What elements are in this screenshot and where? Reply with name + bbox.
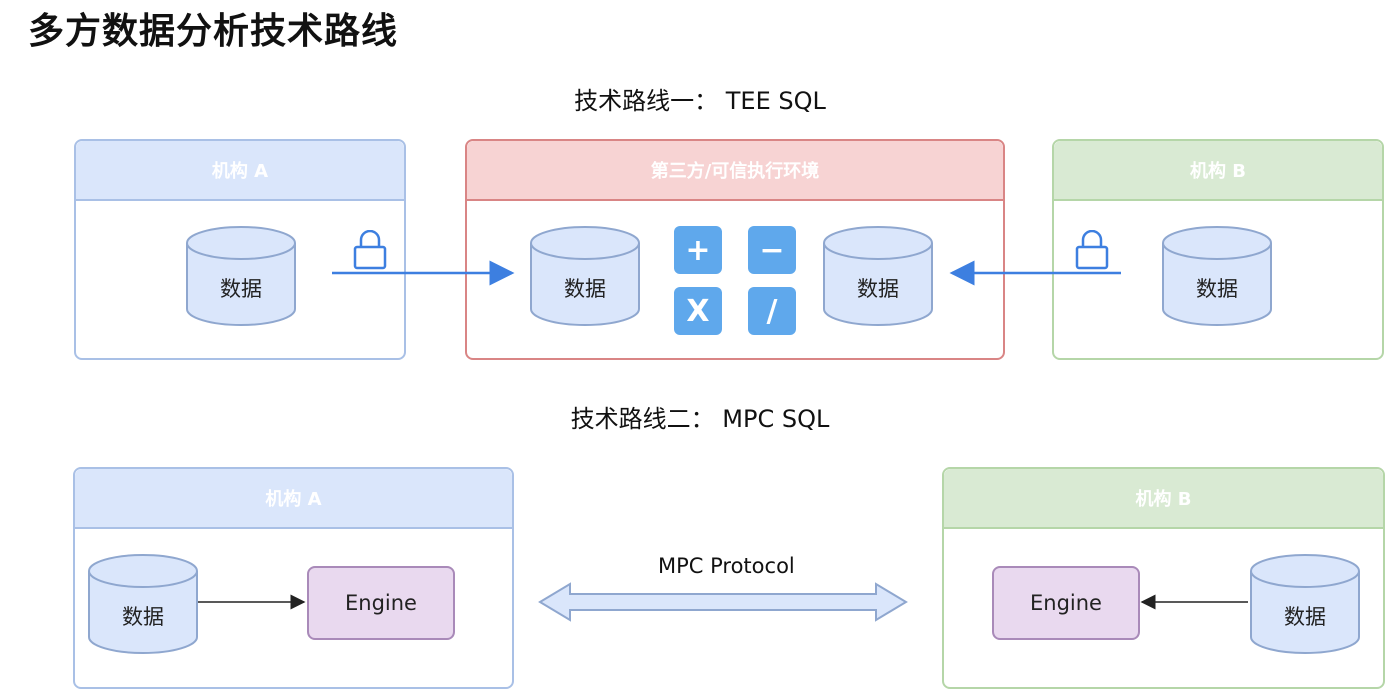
route1-org-b-header: 机构 B bbox=[1054, 141, 1382, 201]
plus-operator-icon: + bbox=[674, 226, 722, 274]
route1-org-a-panel: 机构 A 数据 bbox=[74, 139, 406, 360]
database-label: 数据 bbox=[857, 277, 899, 301]
route1-third-party-header: 第三方/可信执行环境 bbox=[467, 141, 1003, 201]
double-arrow-icon bbox=[538, 582, 908, 622]
database-label: 数据 bbox=[1196, 277, 1238, 301]
database-label: 数据 bbox=[1284, 605, 1326, 629]
database-icon: 数据 bbox=[87, 553, 199, 655]
database-icon: 数据 bbox=[529, 225, 641, 327]
database-icon: 数据 bbox=[1249, 553, 1361, 655]
database-icon: 数据 bbox=[185, 225, 297, 327]
database-label: 数据 bbox=[220, 277, 262, 301]
multiply-operator-icon: X bbox=[674, 287, 722, 335]
database-label: 数据 bbox=[564, 277, 606, 301]
engine-box: Engine bbox=[992, 566, 1140, 640]
engine-box: Engine bbox=[307, 566, 455, 640]
database-icon: 数据 bbox=[822, 225, 934, 327]
lock-icon bbox=[1075, 229, 1109, 270]
route2-org-b-panel: 机构 B Engine 数据 bbox=[942, 467, 1385, 689]
route1-third-party-panel: 第三方/可信执行环境 数据 + − X / 数据 bbox=[465, 139, 1005, 360]
database-icon: 数据 bbox=[1161, 225, 1273, 327]
minus-operator-icon: − bbox=[748, 226, 796, 274]
database-label: 数据 bbox=[122, 605, 164, 629]
route2-org-a-header: 机构 A bbox=[75, 469, 512, 529]
route-one-label: 技术路线一： TEE SQL bbox=[574, 87, 826, 115]
page-title: 多方数据分析技术路线 bbox=[28, 11, 399, 52]
lock-icon bbox=[353, 229, 387, 270]
divide-operator-icon: / bbox=[748, 287, 796, 335]
route1-org-a-header: 机构 A bbox=[76, 141, 404, 201]
mpc-protocol-label: MPC Protocol bbox=[658, 554, 795, 578]
route2-org-b-header: 机构 B bbox=[944, 469, 1383, 529]
route2-org-a-panel: 机构 A 数据 Engine bbox=[73, 467, 514, 689]
route-two-label: 技术路线二： MPC SQL bbox=[570, 405, 830, 433]
